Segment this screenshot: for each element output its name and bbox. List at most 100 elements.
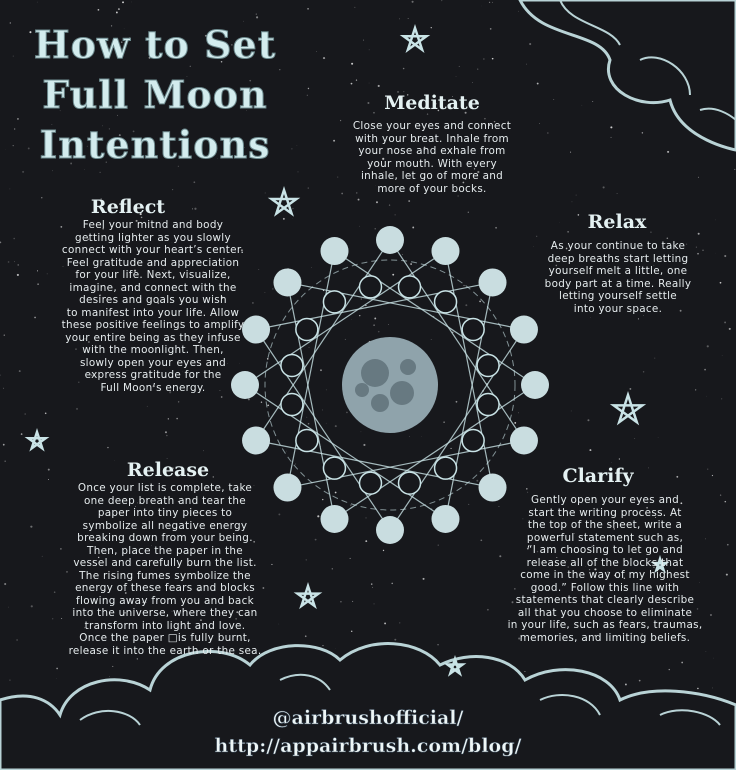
orbit-ring (264, 259, 516, 511)
text-line: Feel your mitnd and body (82, 219, 224, 231)
moon-phase-outline (280, 353, 304, 378)
text-line: more of your bocks. (377, 182, 487, 195)
page-title-line-2: Full Moon (42, 72, 268, 118)
cloud-top-right (518, 0, 736, 152)
moon-phase-outline (476, 392, 500, 417)
moon-phase-outline (358, 275, 383, 299)
moon-crater (390, 381, 414, 405)
moon-phase-outline (295, 317, 319, 342)
moon-phase-outline (397, 275, 422, 299)
text-line: “I am choosing to let go and (527, 544, 683, 556)
moon-crater (355, 383, 369, 397)
text-line: yourself melt a little, one (548, 265, 688, 277)
text-line: into the universe, where they can (72, 607, 258, 619)
text-line: flowing away from you and back (76, 594, 254, 607)
text-line: for your life. Next, visualize, (75, 269, 231, 281)
moon-phase-full (478, 473, 507, 502)
text-line: all that you choose to eliminate (517, 606, 693, 619)
text-line: with your breat. Inhale from (355, 132, 509, 145)
moon-crater (361, 359, 389, 387)
text-line: getting lighter as you slowly (75, 231, 231, 244)
text-line: these positive feelings to amplify (61, 319, 245, 331)
moon-phase-outline (280, 392, 304, 417)
text-line: slowly open your eyes and (79, 356, 227, 369)
text-line: powerful statement such as, (526, 531, 684, 544)
star-icon (267, 185, 301, 217)
star-line (287, 281, 525, 331)
footer-handle[interactable]: @airbrushofficial/ (272, 707, 464, 730)
star-icon (399, 23, 431, 53)
text-line: Feel gratitude and appreciation (66, 256, 240, 269)
footer-url[interactable]: http://appairbrush.com/blog/ (214, 735, 522, 758)
text-line: to manifest into your life. Allow (66, 306, 240, 319)
moon-phase-full (376, 226, 404, 254)
moon-phase-full (242, 315, 271, 344)
text-line: letting yourself settle (559, 290, 677, 302)
moon-phase-full (521, 371, 549, 399)
moon-phase-full (273, 473, 302, 502)
moon-phase-outline (461, 317, 485, 342)
star-icon (24, 427, 50, 452)
text-line: vessel and carefully burn the list. (73, 557, 257, 569)
text-line: Once your list is complete, take (77, 482, 253, 494)
moon-phase-full (242, 426, 271, 455)
star-line (244, 250, 446, 386)
star-line (255, 281, 493, 331)
text-line: Gently open your eyes and (530, 494, 680, 506)
text-line: Full Moon’s energy. (100, 381, 206, 394)
text-line: The rising fumes symbolize the (79, 569, 251, 582)
cloud-bottom (0, 642, 736, 770)
text-line: transform into light and love. (84, 619, 246, 632)
star-icon (650, 554, 670, 574)
star-icon (293, 581, 323, 610)
text-line: connect with your heart’s center. (61, 244, 245, 256)
moon-phase-diagram (231, 226, 549, 544)
star-icon (443, 654, 467, 677)
moon-phase-outline (476, 353, 500, 378)
star-line (334, 250, 536, 386)
text-line: in your life, such as fears, traumas, (507, 619, 703, 631)
moon-phase-outline (433, 456, 458, 480)
meditate-heading: Meditate (384, 92, 480, 114)
moon-phase-full (376, 516, 404, 544)
text-line: good.” Follow this line with (530, 581, 680, 594)
text-line: the top of the sheet, write a (527, 519, 683, 531)
reflect-heading: Reflect (90, 196, 166, 218)
moon-crater (400, 359, 416, 375)
star-icon (609, 390, 647, 426)
text-line: imagine, and connect with the (69, 281, 237, 294)
text-line: desires and goals you wish (79, 294, 227, 306)
text-line: come in the way of my highest (520, 569, 690, 581)
moon-phase-full (431, 237, 460, 266)
text-line: release it into the earth or the sea. (68, 644, 262, 657)
page-title-line-3: Intentions (39, 122, 271, 168)
text-line: into your space. (573, 302, 663, 315)
text-line: statements that clearly describe (515, 594, 695, 606)
moon-crater (371, 394, 389, 412)
text-line: with the moonlight. Then, (82, 344, 224, 356)
moon-phase-full (273, 268, 302, 297)
moon-phase-full (478, 268, 507, 297)
text-line: your entire being as they infuse (65, 331, 241, 344)
relax-heading: Relax (587, 211, 647, 233)
moon-phase-full (320, 504, 349, 533)
moon-phase-outline (397, 471, 422, 495)
text-line: your mouth. With every (367, 157, 497, 170)
text-line: memories, and limiting beliefs. (519, 631, 691, 644)
star-icons (24, 23, 670, 677)
moon-phase-outline (358, 471, 383, 495)
text-line: Once the paper □is fully burnt, (79, 632, 251, 644)
text-line: body part at a time. Really (544, 277, 692, 290)
moon-phase-outline (433, 290, 458, 314)
moon-phase-outline (322, 456, 347, 480)
page-title-line-1: How to Set (33, 22, 277, 68)
text-line: start the writing process. At (528, 506, 682, 519)
text-line: Close your eyes and connect (352, 120, 512, 132)
moon-phase-outline (461, 428, 485, 453)
moon-phase-outline (322, 290, 347, 314)
